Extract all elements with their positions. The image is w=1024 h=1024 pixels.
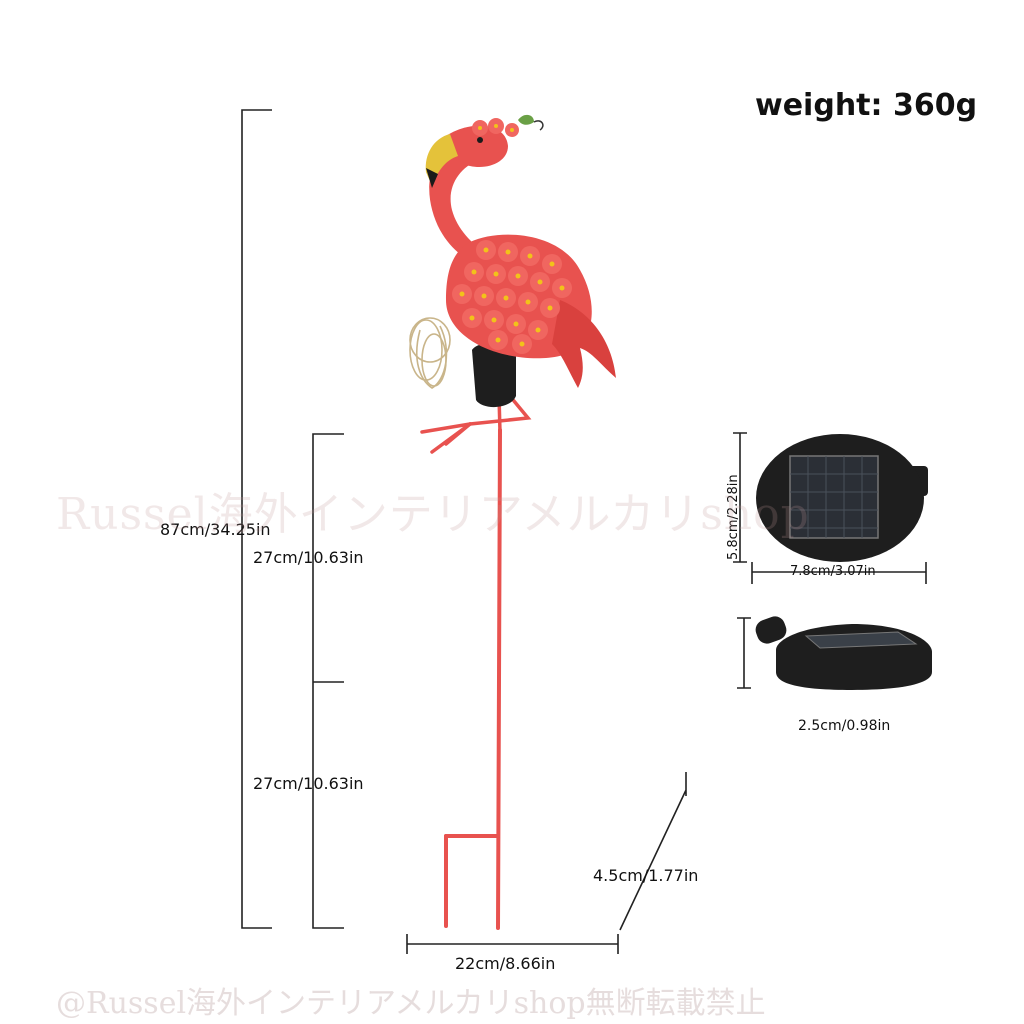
total-height-label: 87cm/34.25in bbox=[160, 520, 271, 539]
panel-width-label: 7.8cm/3.07in bbox=[790, 564, 876, 579]
dimension-lines bbox=[241, 109, 927, 954]
flamingo-beak-tip bbox=[426, 168, 438, 188]
section-bracket bbox=[312, 433, 344, 929]
string-lights bbox=[409, 317, 451, 389]
flamingo-head bbox=[446, 125, 508, 168]
solar-panel-side-view bbox=[755, 616, 932, 690]
flamingo-illustration bbox=[409, 114, 616, 930]
panel-width-line bbox=[751, 562, 927, 584]
weight-label: weight: 360g bbox=[755, 88, 978, 123]
flamingo-neck bbox=[429, 140, 496, 270]
stake bbox=[444, 428, 502, 930]
panel-thickness-line bbox=[737, 617, 751, 689]
footer-watermark: @Russel海外インテリアメルカリshop無断転載禁止 bbox=[56, 986, 766, 1021]
depth-line bbox=[619, 772, 687, 931]
total-height-bracket bbox=[241, 109, 272, 929]
flamingo-tail bbox=[552, 300, 616, 388]
center-watermark: Russel海外インテリアメルカリshop bbox=[56, 489, 810, 540]
lower-section-label: 27cm/10.63in bbox=[253, 774, 364, 793]
flower-cluster bbox=[452, 114, 572, 354]
upper-section-label: 27cm/10.63in bbox=[253, 548, 364, 567]
solar-box-on-body bbox=[472, 342, 516, 408]
width-label: 22cm/8.66in bbox=[455, 954, 556, 973]
width-line bbox=[406, 934, 619, 954]
panel-height-line bbox=[733, 432, 747, 563]
depth-label: 4.5cm/1.77in bbox=[593, 866, 699, 885]
solar-panel-top-view bbox=[756, 434, 928, 562]
panel-thickness-label: 2.5cm/0.98in bbox=[798, 718, 891, 734]
flamingo-eye bbox=[477, 137, 483, 143]
